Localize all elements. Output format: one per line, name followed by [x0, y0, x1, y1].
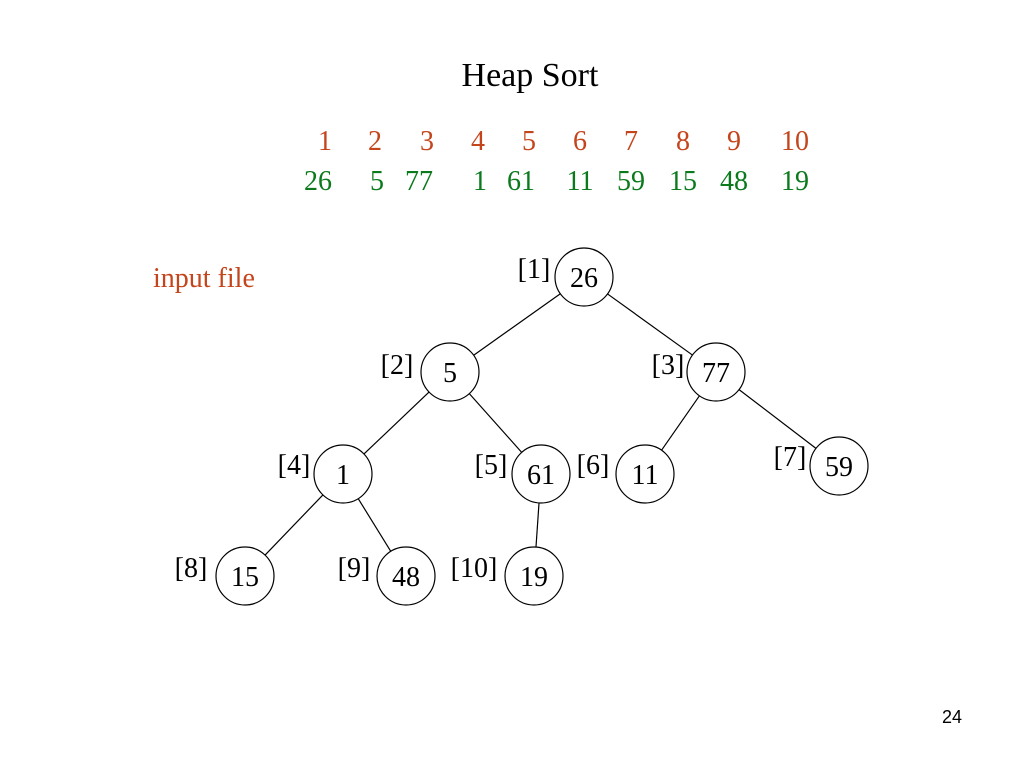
array-value-5: 61: [507, 166, 535, 197]
array-index-4: 4: [471, 126, 485, 157]
node-circle-5: [511, 444, 571, 504]
array-value-10: 19: [781, 166, 809, 197]
node-index-label-2: [2]: [381, 350, 414, 381]
tree-node-6: 11 [6]: [577, 444, 675, 504]
node-circle-7: [809, 436, 869, 496]
node-value-8: 15: [231, 562, 259, 593]
array-value-9: 48: [720, 166, 748, 197]
input-file-label: input file: [153, 263, 255, 294]
tree-node-7: 59 [7]: [774, 436, 869, 496]
edge-4-9: [357, 498, 392, 552]
array-value-8: 15: [669, 166, 697, 197]
node-value-9: 48: [392, 562, 420, 593]
edge-2-4: [363, 391, 430, 455]
array-index-8: 8: [676, 126, 690, 157]
node-circle-6: [615, 444, 675, 504]
array-value-7: 59: [617, 166, 645, 197]
edge-4-8: [264, 494, 324, 556]
node-value-5: 61: [527, 460, 555, 491]
node-circle-3: [686, 342, 746, 402]
array-index-2: 2: [368, 126, 382, 157]
array-index-7: 7: [624, 126, 638, 157]
array-value-2: 5: [370, 166, 384, 197]
node-circle-8: [215, 546, 275, 606]
node-circle-1: [554, 247, 614, 307]
node-circle-10: [504, 546, 564, 606]
tree-edges: [264, 293, 817, 556]
node-index-label-1: [1]: [518, 254, 551, 285]
node-value-6: 11: [632, 460, 659, 491]
node-index-label-7: [7]: [774, 442, 807, 473]
node-index-label-5: [5]: [475, 450, 508, 481]
array-index-10: 10: [781, 126, 809, 157]
node-index-label-10: [10]: [451, 553, 498, 584]
array-index-9: 9: [727, 126, 741, 157]
edge-1-3: [607, 293, 693, 356]
edge-2-5: [468, 393, 523, 453]
node-index-label-9: [9]: [338, 553, 371, 584]
node-index-label-4: [4]: [278, 450, 311, 481]
slide-title: Heap Sort: [461, 57, 599, 94]
array-index-6: 6: [573, 126, 587, 157]
page-number: 24: [941, 707, 962, 727]
node-circle-2: [420, 342, 480, 402]
node-value-4: 1: [336, 460, 350, 491]
node-circle-9: [376, 546, 436, 606]
tree-node-5: 61 [5]: [475, 444, 571, 504]
array-value-6: 11: [566, 166, 594, 197]
array-index-5: 5: [522, 126, 536, 157]
tree-node-2: 5 [2]: [381, 342, 480, 402]
array-value-4: 1: [473, 166, 487, 197]
tree-nodes: 26 [1] 5 [2] 77 [3] 1 [4] 61 [5] 11 [6] 59 [7] 15 [8] 48…: [175, 247, 869, 606]
node-value-1: 26: [570, 263, 598, 294]
tree-node-3: 77 [3]: [652, 342, 746, 402]
array-value-3: 77: [405, 166, 433, 197]
node-index-label-8: [8]: [175, 553, 208, 584]
tree-node-10: 19 [10]: [451, 546, 564, 606]
node-value-10: 19: [520, 562, 548, 593]
edge-1-2: [473, 293, 561, 356]
node-circle-4: [313, 444, 373, 504]
node-value-2: 5: [443, 358, 457, 389]
node-index-label-6: [6]: [577, 450, 610, 481]
tree-node-9: 48 [9]: [338, 546, 436, 606]
edge-5-10: [535, 502, 540, 548]
array-index-1: 1: [318, 126, 332, 157]
edge-3-7: [738, 389, 817, 449]
tree-node-8: 15 [8]: [175, 546, 275, 606]
node-value-3: 77: [702, 358, 730, 389]
array-index-3: 3: [420, 126, 434, 157]
edge-3-6: [661, 395, 700, 451]
tree-node-1: 26 [1]: [518, 247, 614, 307]
node-index-label-3: [3]: [652, 350, 685, 381]
node-value-7: 59: [825, 452, 853, 483]
array-value-1: 26: [304, 166, 332, 197]
tree-node-4: 1 [4]: [278, 444, 373, 504]
